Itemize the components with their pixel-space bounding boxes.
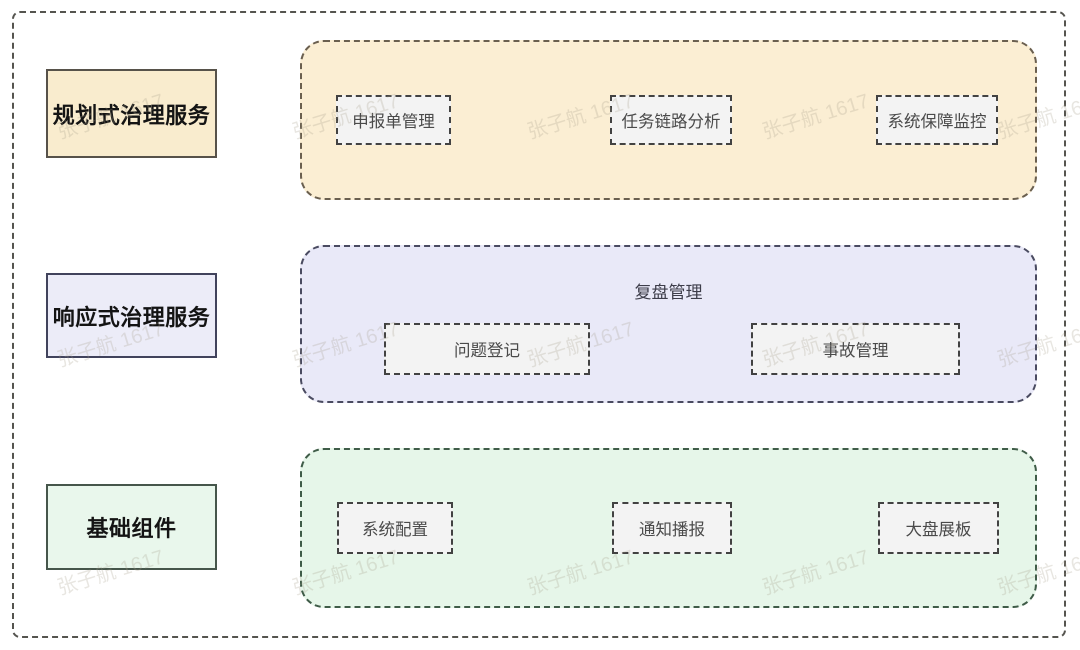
label-basic-components: 基础组件 bbox=[46, 484, 217, 570]
item-issue-registration: 问题登记 bbox=[384, 323, 590, 375]
item-incident-management: 事故管理 bbox=[751, 323, 960, 375]
item-dashboard-display: 大盘展板 bbox=[878, 502, 999, 554]
item-declaration-form-management: 申报单管理 bbox=[336, 95, 451, 145]
label-responsive-governance-services: 响应式治理服务 bbox=[46, 273, 217, 358]
item-task-link-analysis: 任务链路分析 bbox=[610, 95, 732, 145]
item-system-guarantee-monitoring: 系统保障监控 bbox=[876, 95, 998, 145]
group-title-review-management: 复盘管理 bbox=[634, 283, 703, 302]
label-planned-governance-services: 规划式治理服务 bbox=[46, 69, 217, 158]
diagram-outer-border bbox=[12, 11, 1066, 638]
item-notification-broadcast: 通知播报 bbox=[612, 502, 732, 554]
item-system-configuration: 系统配置 bbox=[337, 502, 453, 554]
